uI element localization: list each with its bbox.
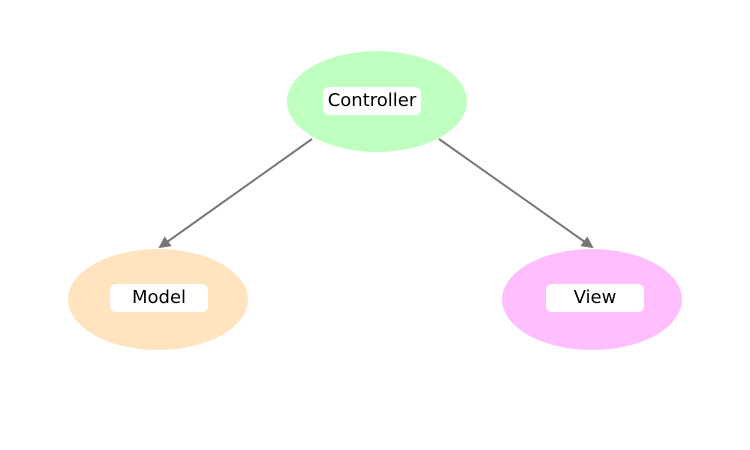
controller-label: Controller (323, 87, 421, 115)
edge-controller-to-view (438, 138, 594, 249)
view-label: View (546, 284, 644, 312)
model-label: Model (110, 284, 208, 312)
edge-controller-to-model (158, 138, 313, 249)
